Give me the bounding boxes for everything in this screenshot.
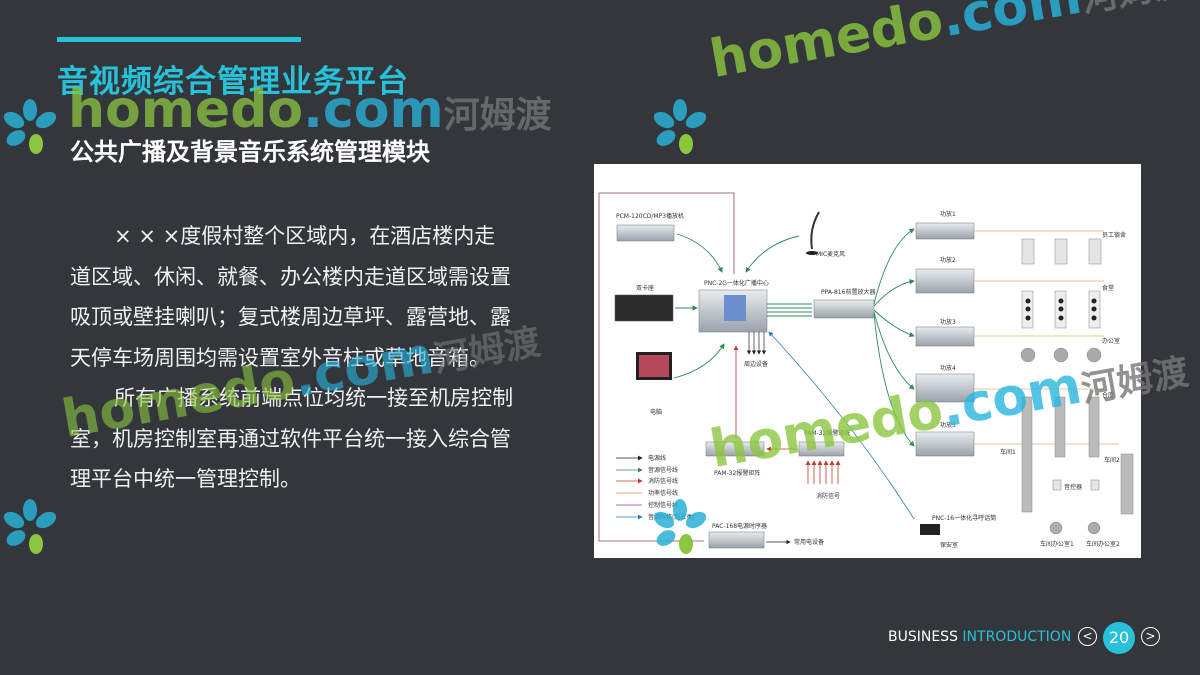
zone-warehouse-label: 仓库 (1102, 391, 1114, 399)
amp5-label: 功放5 (940, 421, 956, 429)
footer-introduction: INTRODUCTION (962, 629, 1072, 645)
amp5-device (915, 431, 975, 457)
watermark-logo-icon (3, 99, 57, 154)
peripheral-label: 周边设备 (744, 360, 768, 368)
amp4-label: 功放4 (940, 364, 956, 372)
alarm-matrix-top-device (798, 441, 845, 457)
legend-item: 功率信号线 (648, 489, 678, 497)
alarm-matrix-device (705, 441, 765, 457)
cassette-device (614, 294, 674, 322)
preamp-device (813, 299, 875, 319)
section-subtitle: 公共广播及背景音乐系统管理模块 (70, 138, 430, 166)
chevron-left-circle-icon: < (1082, 629, 1093, 643)
paging-mic-device (920, 524, 940, 535)
amp4-device (915, 373, 975, 403)
legend-item: 音源信号线 (648, 466, 678, 474)
next-page-button[interactable]: > (1141, 627, 1160, 646)
zone-ws-office1-label: 车间办公室1 (1040, 540, 1074, 548)
amp2-device (915, 268, 975, 294)
zone-workshop1-label: 车间1 (1000, 448, 1016, 456)
watermark: homedo.com河姆渡 (705, 0, 1192, 91)
amp3-label: 功放3 (940, 318, 956, 326)
amp1-device (915, 222, 975, 240)
common-equipment-label: 常用电设备 (794, 538, 824, 546)
page-number: 20 (1103, 622, 1135, 654)
page-title: 音视频综合管理业务平台 (57, 64, 409, 100)
watermark-logo-icon (3, 499, 57, 554)
fire-signal-label: 消防信号 (816, 492, 840, 500)
amp1-label: 功放1 (940, 210, 956, 218)
computer-label: 电脑 (650, 408, 662, 416)
legend-item: 控制信号线 (648, 501, 678, 509)
title-accent-bar (57, 37, 301, 42)
amp2-label: 功放2 (940, 256, 956, 264)
preamp-label: PPA-816前置放大器 (821, 288, 875, 296)
footer-caption: BUSINESS INTRODUCTION (888, 629, 1071, 645)
security-room-label: 保安室 (940, 541, 958, 549)
zone-office-label: 办公室 (1102, 337, 1120, 345)
mic-label: MIC麦克风 (816, 250, 845, 258)
legend-item: 消防信号线 (648, 477, 678, 485)
paging-mic-label: PNC-16一体化寻呼话筒 (932, 514, 996, 522)
watermark-logo-icon (653, 99, 707, 154)
alarm-matrix-top-label: PAM-32报警矩阵 (804, 429, 850, 437)
amp3-device (915, 326, 975, 347)
zone-canteen-label: 食堂 (1102, 284, 1114, 292)
mic-device (810, 211, 820, 250)
paragraph: 所有广播系统前端点位均统一接至机房控制室，机房控制室再通过软件平台统一接入综合管… (70, 386, 514, 491)
legend-item: 音源网络(超五类) (648, 513, 695, 521)
cd-player-device (616, 224, 675, 242)
sequencer-label: PAC-168电源时序器 (712, 522, 767, 530)
chevron-right-circle-icon: > (1145, 629, 1156, 643)
paragraph: × × ×度假村整个区域内，在酒店楼内走道区域、休闲、就餐、办公楼内走道区域需设… (70, 224, 511, 370)
prev-page-button[interactable]: < (1078, 627, 1097, 646)
cassette-label: 双卡座 (636, 284, 654, 292)
system-diagram: PCM-120CD/MP3播放机 双卡座 电脑 PNC-2G一体化广播中心 MI… (594, 164, 1141, 558)
alarm-matrix-label: PAM-32报警矩阵 (714, 469, 760, 477)
zone-workshop2-label: 车间2 (1104, 456, 1120, 464)
diagram-legend: 电源线 音源信号线 消防信号线 功率信号线 控制信号线 音源网络(超五类) (616, 454, 695, 521)
zone-ws-office2-label: 车间办公室2 (1086, 540, 1120, 548)
body-text: × × ×度假村整个区域内，在酒店楼内走道区域、休闲、就餐、办公楼内走道区域需设… (70, 216, 516, 500)
zone-dorm-label: 员工宿舍 (1102, 231, 1126, 239)
sequencer-device (708, 531, 765, 549)
footer-business: BUSINESS (888, 629, 958, 645)
legend-item: 电源线 (648, 454, 666, 462)
cd-player-label: PCM-120CD/MP3播放机 (616, 212, 684, 220)
broadcast-center-label: PNC-2G一体化广播中心 (704, 279, 769, 287)
volume-control-label: 音控器 (1064, 483, 1082, 491)
